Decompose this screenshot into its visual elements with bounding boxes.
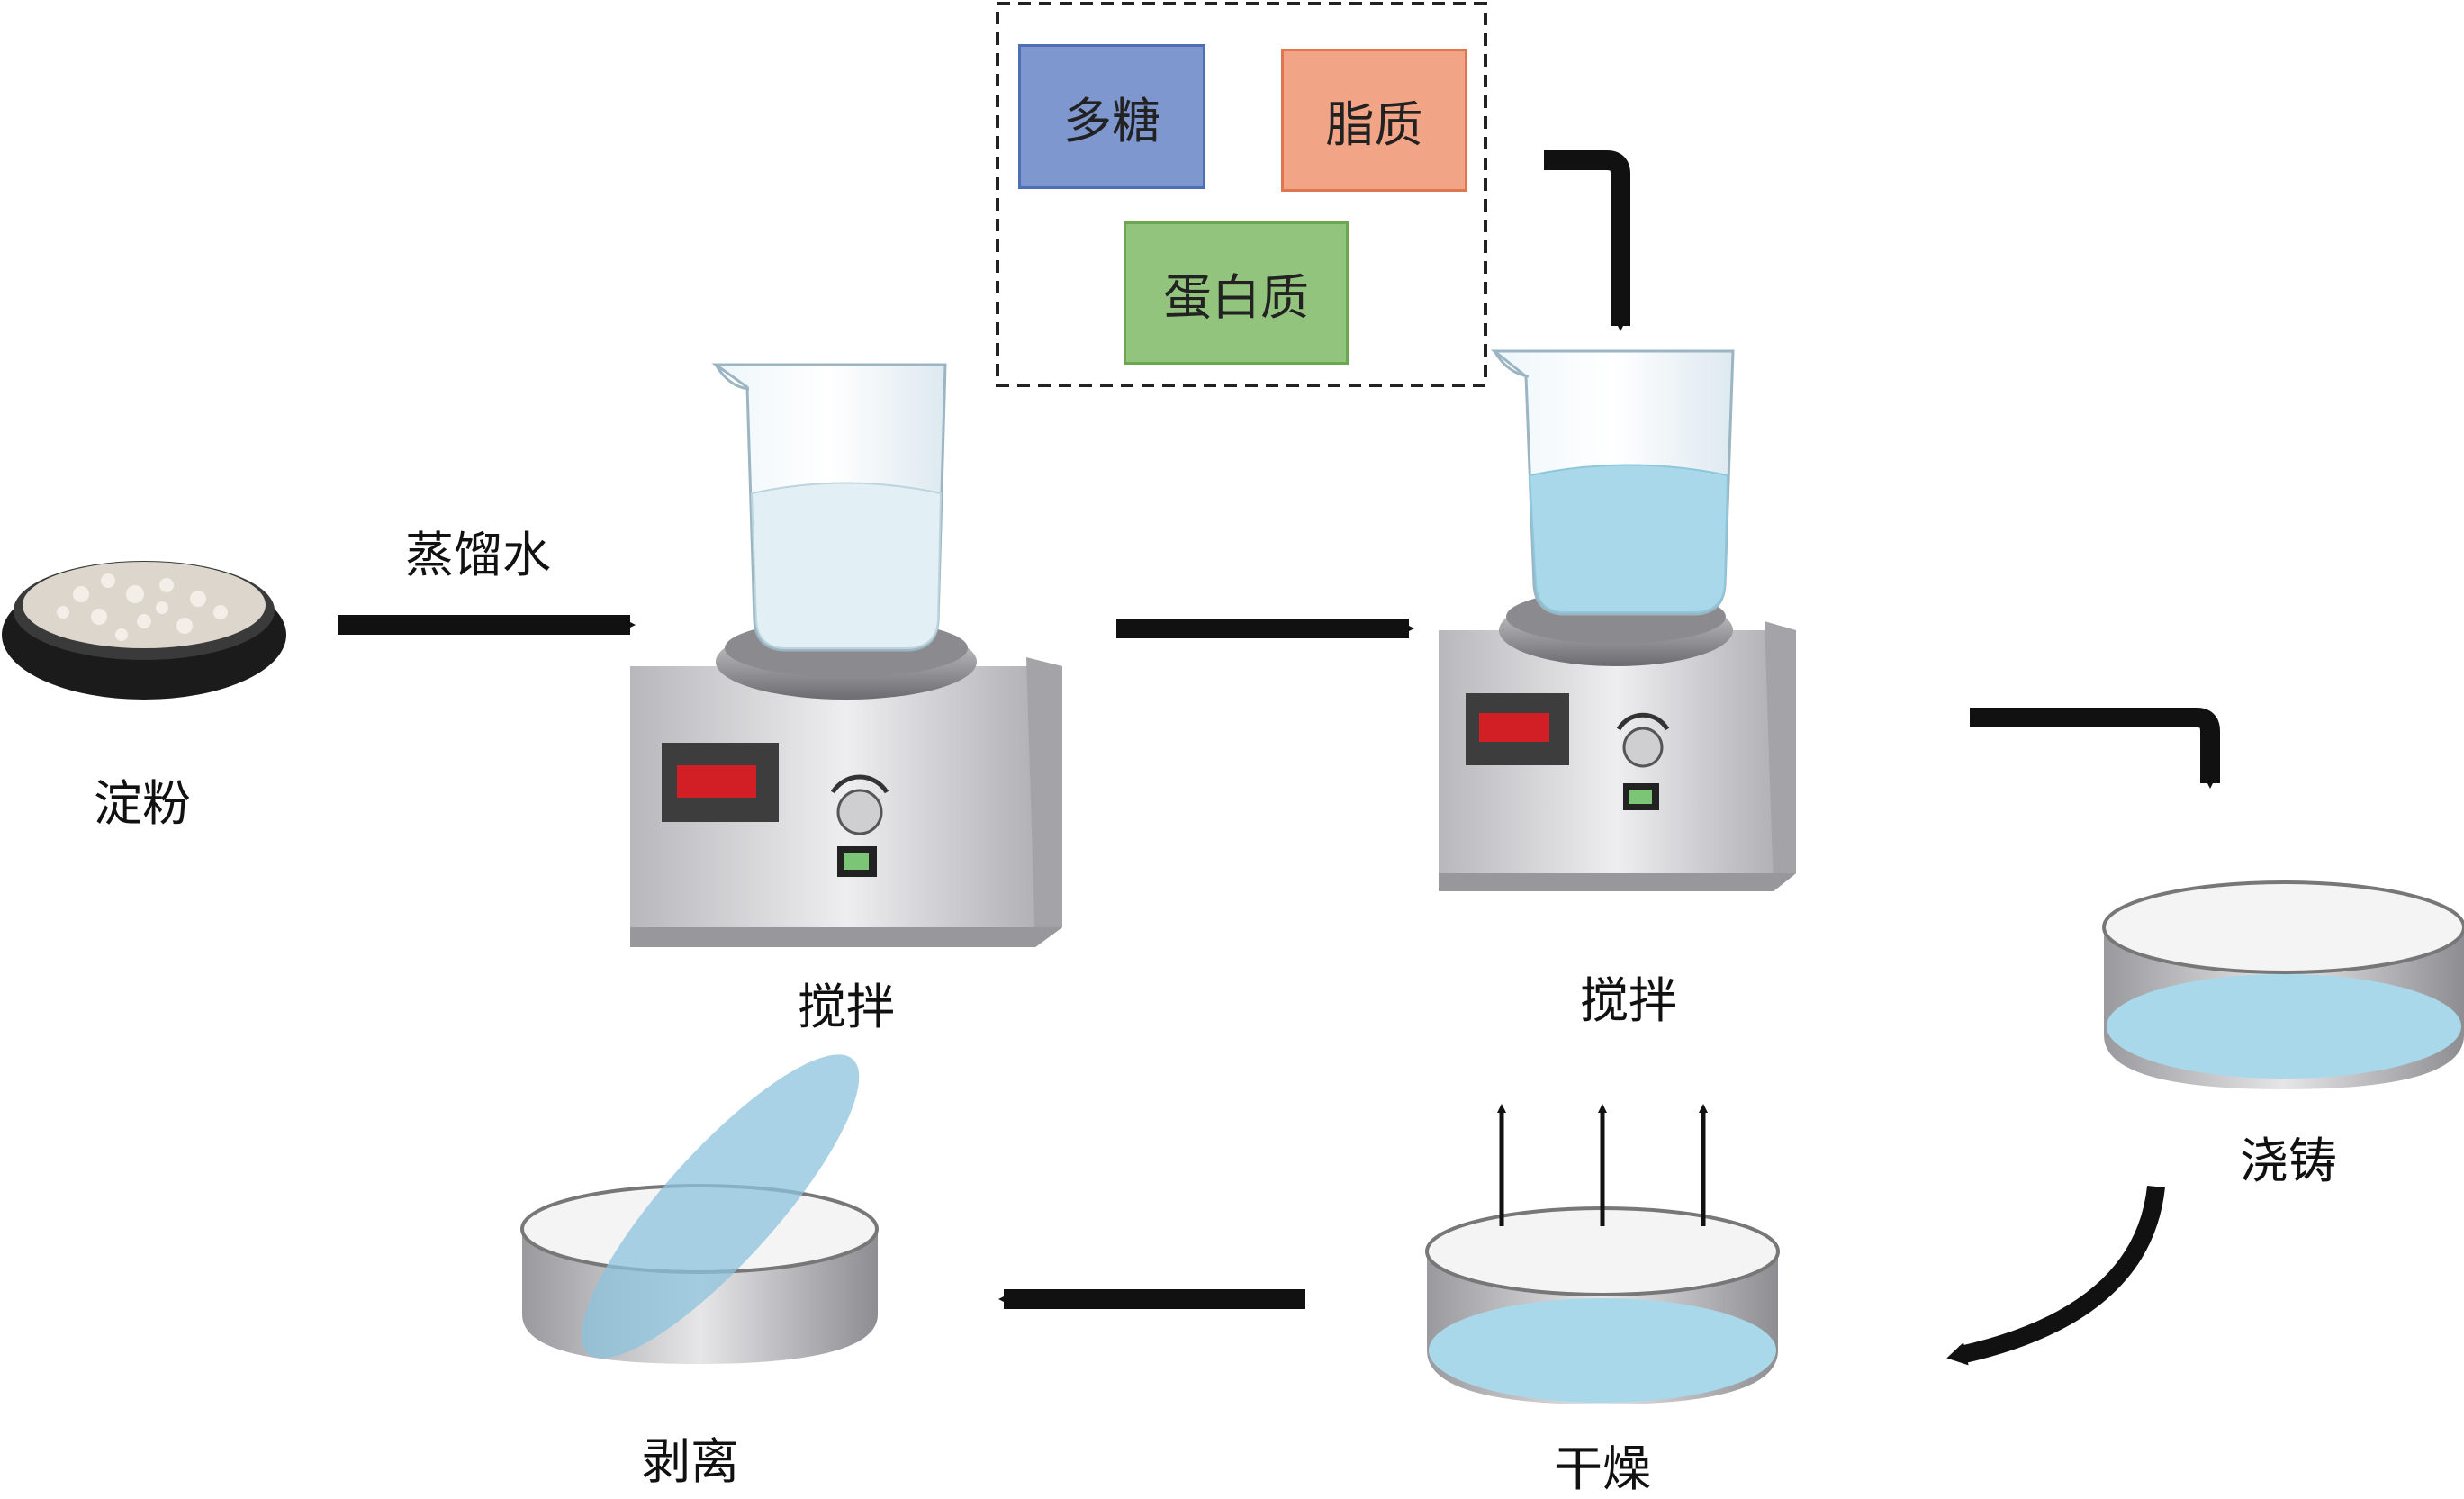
label-peel: 剥离 bbox=[642, 1433, 739, 1490]
peeling-dish-icon bbox=[520, 1054, 879, 1364]
label-stir-2: 搅拌 bbox=[1580, 972, 1677, 1029]
label-dry: 干燥 bbox=[1554, 1440, 1651, 1497]
peeled-film-icon bbox=[581, 1054, 860, 1359]
protein-box: 蛋白质 bbox=[1124, 221, 1349, 365]
lipid-label: 脂质 bbox=[1325, 96, 1423, 153]
polysaccharide-label: 多糖 bbox=[1063, 93, 1160, 149]
casting-dish-icon bbox=[2102, 880, 2464, 1089]
magnetic-stirrer-2-icon bbox=[1439, 349, 1796, 891]
drying-dish-icon bbox=[1425, 1206, 1780, 1404]
arrow-additives bbox=[1544, 150, 1630, 331]
magnetic-stirrer-1-icon bbox=[630, 363, 1062, 947]
evaporation-arrows bbox=[1497, 1104, 1708, 1226]
arrow-to-dry bbox=[1946, 1185, 2165, 1366]
protein-label: 蛋白质 bbox=[1163, 269, 1309, 326]
polysaccharide-box: 多糖 bbox=[1018, 44, 1205, 189]
starch-bowl-icon bbox=[2, 561, 286, 700]
label-cast: 浇铸 bbox=[2240, 1133, 2337, 1189]
label-stir-1: 搅拌 bbox=[798, 979, 895, 1035]
arrow-to-cast bbox=[1970, 708, 2220, 789]
label-starch: 淀粉 bbox=[94, 775, 191, 832]
label-water: 蒸馏水 bbox=[405, 527, 551, 583]
lipid-box: 脂质 bbox=[1281, 49, 1467, 192]
